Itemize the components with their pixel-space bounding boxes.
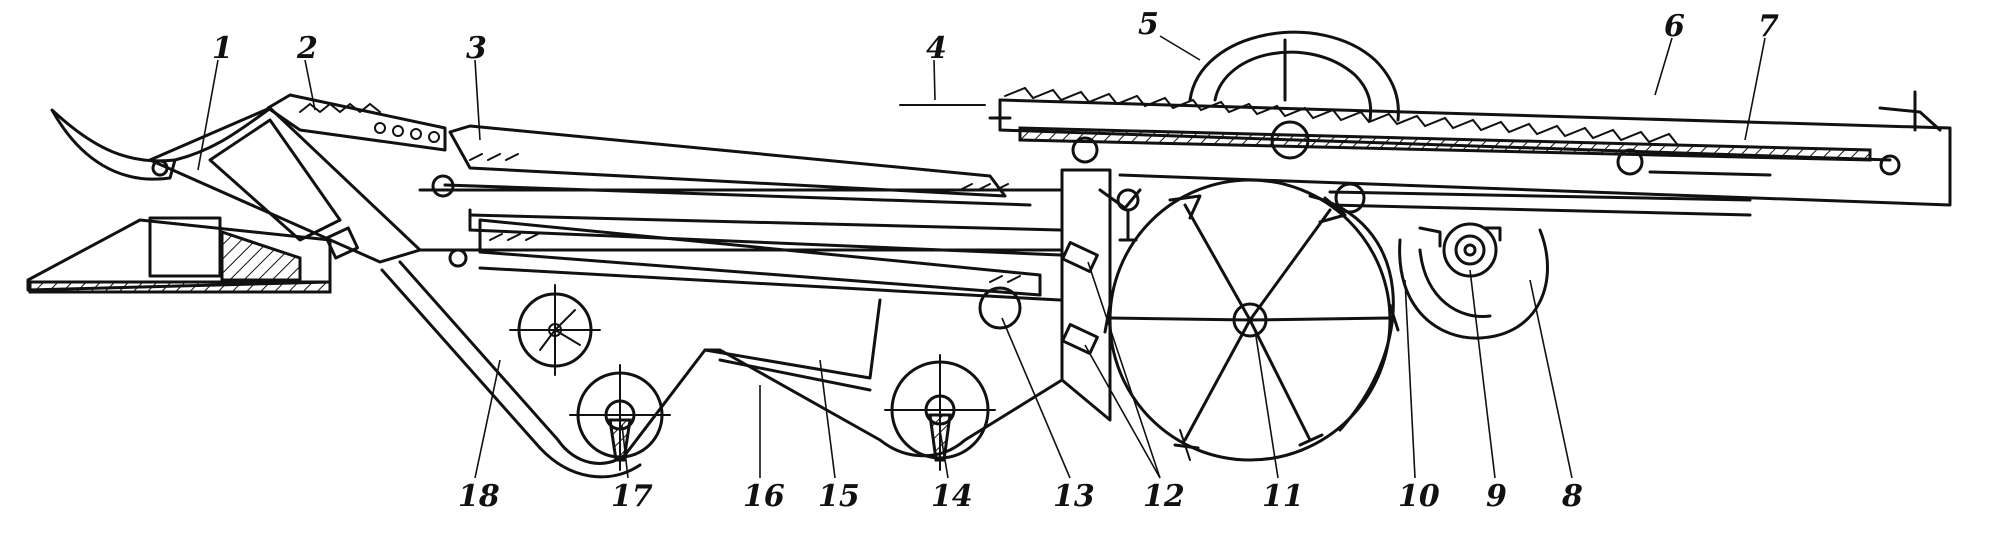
callout-5: 5 — [1138, 7, 1159, 42]
inclined-frame — [148, 106, 422, 264]
callout-11: 11 — [1262, 479, 1304, 514]
callout-18: 18 — [458, 479, 500, 514]
callout-1: 1 — [212, 31, 233, 66]
feeder-conveyor-2 — [266, 93, 447, 152]
callout-3: 3 — [466, 31, 487, 66]
callout-16: 16 — [743, 479, 785, 514]
wheel-14 — [884, 354, 996, 471]
callout-15: 15 — [818, 479, 860, 514]
small-rotor — [509, 284, 601, 376]
support-post-4 — [899, 104, 1142, 242]
wheel-5 — [1188, 30, 1400, 160]
callout-4: 4 — [926, 31, 947, 66]
callout-14: 14 — [931, 479, 973, 514]
top-conveyor-6 — [988, 86, 1952, 207]
upper-conveyor-3 — [431, 124, 1032, 207]
callout-13: 13 — [1053, 479, 1095, 514]
lower-hull — [380, 248, 1064, 479]
side-rail-7 — [1328, 170, 1772, 217]
callout-10: 10 — [1398, 479, 1440, 514]
callout-9: 9 — [1486, 479, 1507, 514]
callout-7: 7 — [1758, 9, 1779, 44]
front-share — [50, 108, 270, 181]
front-hopper — [26, 216, 332, 294]
callout-2: 2 — [296, 31, 318, 66]
lower-conveyor-13 — [448, 218, 1042, 330]
housing-12 — [1060, 168, 1112, 422]
rear-wheel-8 — [1398, 222, 1549, 340]
callout-6: 6 — [1664, 9, 1685, 44]
main-frame — [418, 188, 1062, 302]
callout-8: 8 — [1561, 479, 1583, 514]
callout-17: 17 — [611, 479, 653, 514]
callout-12: 12 — [1143, 479, 1185, 514]
drum-11 — [1103, 178, 1400, 462]
leader-lines — [197, 35, 1766, 479]
